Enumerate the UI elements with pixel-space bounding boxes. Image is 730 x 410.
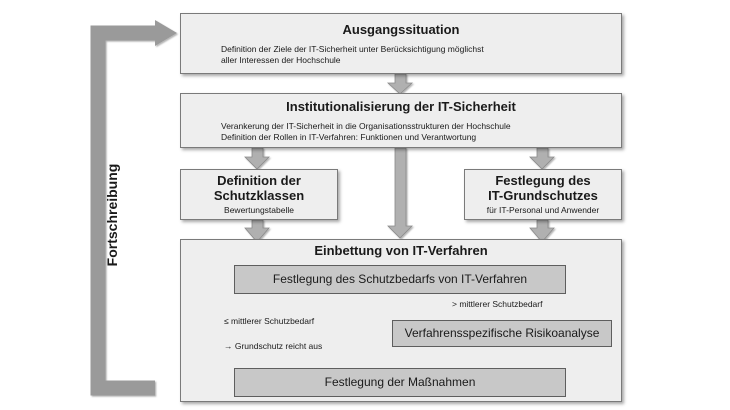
schutzklassen-title-1: Definition der	[217, 173, 301, 188]
institutionalisierung-box: Institutionalisierung der IT-Sicherheit …	[180, 93, 622, 148]
feedback-loop-arrowhead	[155, 20, 177, 46]
institutionalisierung-text-1: Verankerung der IT-Sicherheit in die Org…	[221, 121, 511, 131]
einbettung-title: Einbettung von IT-Verfahren	[314, 243, 488, 258]
schutzklassen-text: Bewertungstabelle	[224, 205, 294, 215]
arrow-institution-grundschutz	[529, 147, 555, 170]
ausgangssituation-text-1: Definition der Ziele der IT-Sicherheit u…	[221, 44, 484, 54]
risikoanalyse-box: Verfahrensspezifische Risikoanalyse	[392, 320, 612, 347]
massnahmen-box: Festlegung der Maßnahmen	[234, 368, 566, 397]
grundschutz-title-1: Festlegung des	[495, 173, 591, 188]
institutionalisierung-title: Institutionalisierung der IT-Sicherheit	[286, 99, 516, 114]
note-greater-schutzbedarf: > mittlerer Schutzbedarf	[452, 299, 543, 309]
grundschutz-title-2: IT-Grundschutzes	[488, 188, 598, 203]
ausgangssituation-box: Ausgangssituation Definition der Ziele d…	[180, 13, 622, 74]
arrow-institution-einbettung	[387, 147, 413, 239]
schutzbedarf-box: Festlegung des Schutzbedarfs von IT-Verf…	[234, 265, 566, 294]
note-grundschutz-reicht: → Grundschutz reicht aus	[224, 341, 323, 351]
arrow-institution-schutzklassen	[244, 147, 270, 170]
arrow-ausgang-institution	[386, 73, 414, 95]
fortschreibung-label: Fortschreibung	[104, 163, 120, 267]
grundschutz-box: Festlegung des IT-Grundschutzes für IT-P…	[464, 169, 622, 220]
institutionalisierung-text-2: Definition der Rollen in IT-Verfahren: F…	[221, 132, 477, 142]
ausgangssituation-title: Ausgangssituation	[342, 22, 460, 37]
schutzklassen-title-2: Schutzklassen	[213, 188, 305, 203]
note-leq-schutzbedarf: ≤ mittlerer Schutzbedarf	[224, 316, 315, 326]
schutzklassen-box: Definition der Schutzklassen Bewertungst…	[180, 169, 338, 220]
ausgangssituation-text-2: aller Interessen der Hochschule	[221, 55, 341, 65]
grundschutz-text: für IT-Personal und Anwender	[486, 205, 600, 215]
